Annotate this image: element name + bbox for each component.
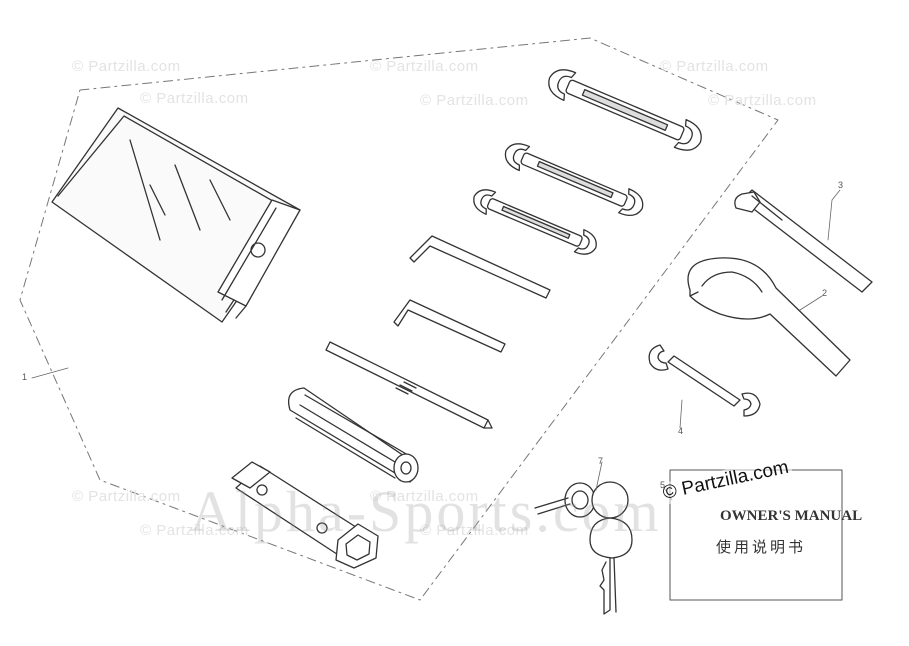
ignition-key-set xyxy=(534,481,633,615)
hex-key-small xyxy=(393,299,506,353)
callout-4: 4 xyxy=(678,426,684,436)
manual-subtitle: 使用说明书 xyxy=(716,540,807,556)
callout-3: 3 xyxy=(838,180,844,190)
screwdriver-handle xyxy=(287,387,419,483)
callout-2: 2 xyxy=(822,288,828,298)
small-open-end-wrench xyxy=(648,344,761,417)
manual-title: OWNER'S MANUAL xyxy=(720,508,863,524)
callout-leaders xyxy=(31,189,841,501)
callout-5: 5 xyxy=(660,480,666,490)
spark-plug-socket-wrench xyxy=(231,461,379,569)
kit-outline xyxy=(19,37,779,601)
open-end-wrench-large xyxy=(548,69,702,151)
callout-1: 1 xyxy=(22,372,28,382)
callout-7: 7 xyxy=(598,456,604,466)
pin-spanner xyxy=(734,189,873,293)
screwdriver-bit xyxy=(325,341,493,429)
open-end-wrench-medium xyxy=(504,143,644,217)
hook-spanner xyxy=(687,257,851,377)
open-end-wrench-small xyxy=(473,189,597,255)
hex-key-large xyxy=(409,235,551,299)
tool-bag xyxy=(51,107,301,323)
